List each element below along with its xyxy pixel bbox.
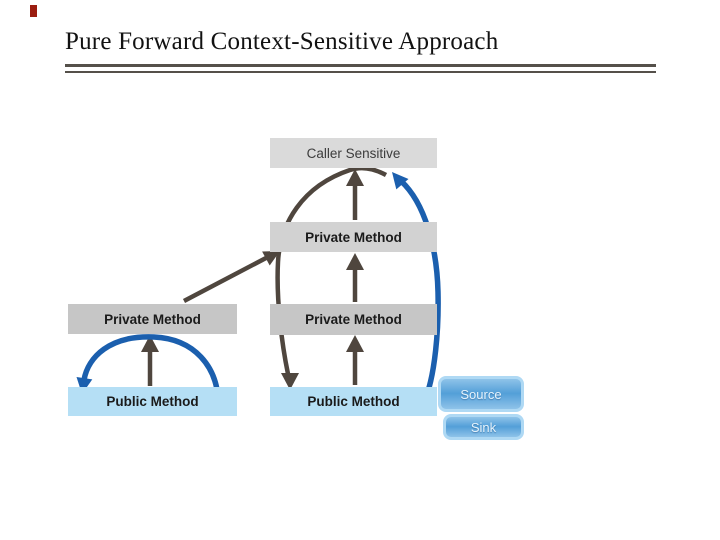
source-badge-label: Source bbox=[460, 386, 502, 402]
arrowhead-up-private-top bbox=[346, 253, 364, 270]
arrowhead-up-private-left bbox=[141, 335, 159, 352]
arrowhead-up-private-mid bbox=[346, 335, 364, 352]
node-public-method-center-label: Public Method bbox=[307, 394, 400, 409]
edge-caller-down-curve bbox=[275, 165, 388, 375]
node-private-method-left-label: Private Method bbox=[104, 311, 201, 327]
node-private-method-mid: Private Method bbox=[270, 304, 437, 335]
edge-left-diagonal bbox=[182, 256, 268, 303]
node-private-method-top-label: Private Method bbox=[305, 229, 402, 245]
title-rule-thin bbox=[65, 71, 656, 73]
edge-right-up-curve bbox=[398, 178, 441, 394]
title-rule-thick bbox=[65, 64, 656, 67]
node-private-method-left: Private Method bbox=[68, 304, 237, 334]
node-caller-sensitive: Caller Sensitive bbox=[270, 138, 437, 168]
node-public-method-center: Public Method bbox=[270, 387, 437, 416]
sink-badge: Sink bbox=[443, 414, 524, 440]
node-caller-sensitive-label: Caller Sensitive bbox=[306, 145, 401, 161]
node-public-method-left: Public Method bbox=[68, 387, 237, 416]
slide-accent-mark bbox=[30, 5, 37, 17]
arrowhead-up-caller bbox=[346, 169, 364, 186]
node-private-method-mid-label: Private Method bbox=[305, 312, 402, 327]
page-title: Pure Forward Context-Sensitive Approach bbox=[65, 28, 499, 55]
node-private-method-top: Private Method bbox=[270, 222, 437, 252]
node-public-method-left-label: Public Method bbox=[106, 394, 199, 409]
arrowhead-diagonal bbox=[262, 251, 280, 266]
sink-badge-label: Sink bbox=[470, 419, 497, 435]
source-badge: Source bbox=[438, 376, 524, 412]
arrowhead-blue-up-caller bbox=[392, 172, 409, 190]
